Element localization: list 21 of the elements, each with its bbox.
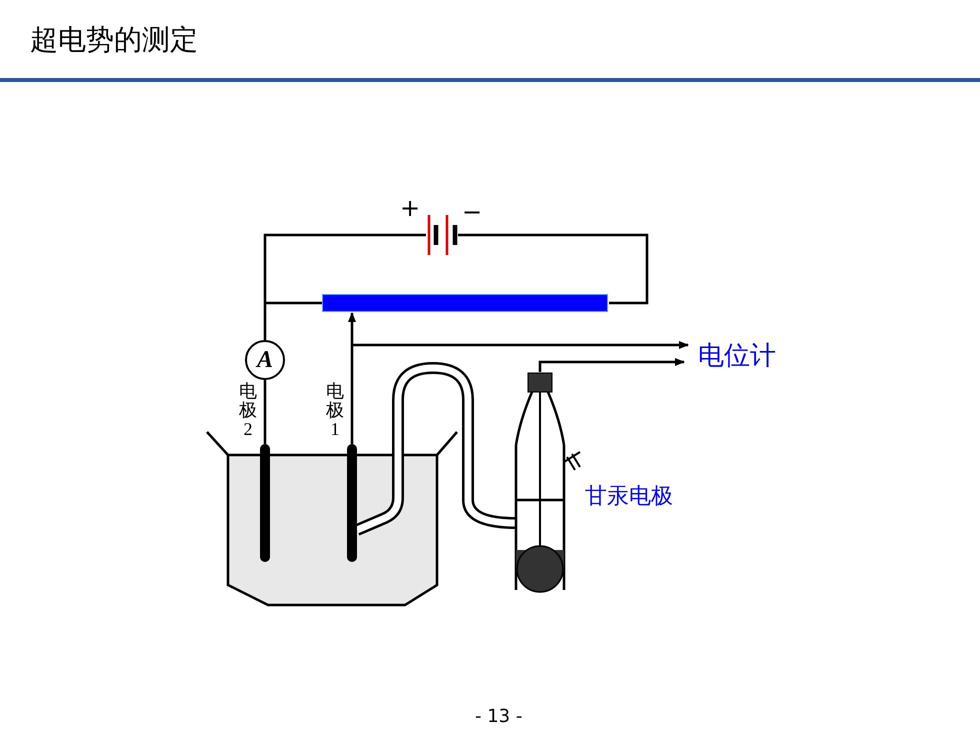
page-number: - 13 - bbox=[475, 708, 522, 726]
wire bbox=[265, 302, 322, 304]
calomel-electrode-label: 甘汞电极 bbox=[585, 486, 673, 508]
page-title: 超电势的测定 bbox=[30, 26, 198, 54]
arrow bbox=[538, 358, 685, 372]
wire bbox=[264, 380, 266, 444]
electrode-label: 电极2 bbox=[239, 382, 257, 439]
battery-symbol bbox=[426, 214, 458, 256]
salt-bridge-tube bbox=[354, 362, 516, 536]
arrow bbox=[352, 341, 689, 349]
wire bbox=[458, 234, 648, 304]
electrode-rod bbox=[260, 444, 270, 562]
electrode-label: 电极1 bbox=[326, 382, 344, 439]
arrow bbox=[348, 312, 356, 444]
minus-sign: − bbox=[462, 200, 482, 224]
slide-wire-bar bbox=[322, 294, 608, 312]
ammeter-symbol: A bbox=[245, 340, 285, 380]
electrode-rod bbox=[347, 444, 357, 562]
potentiometer-label: 电位计 bbox=[698, 338, 794, 372]
wire bbox=[264, 234, 426, 340]
plus-sign: + bbox=[400, 196, 420, 220]
